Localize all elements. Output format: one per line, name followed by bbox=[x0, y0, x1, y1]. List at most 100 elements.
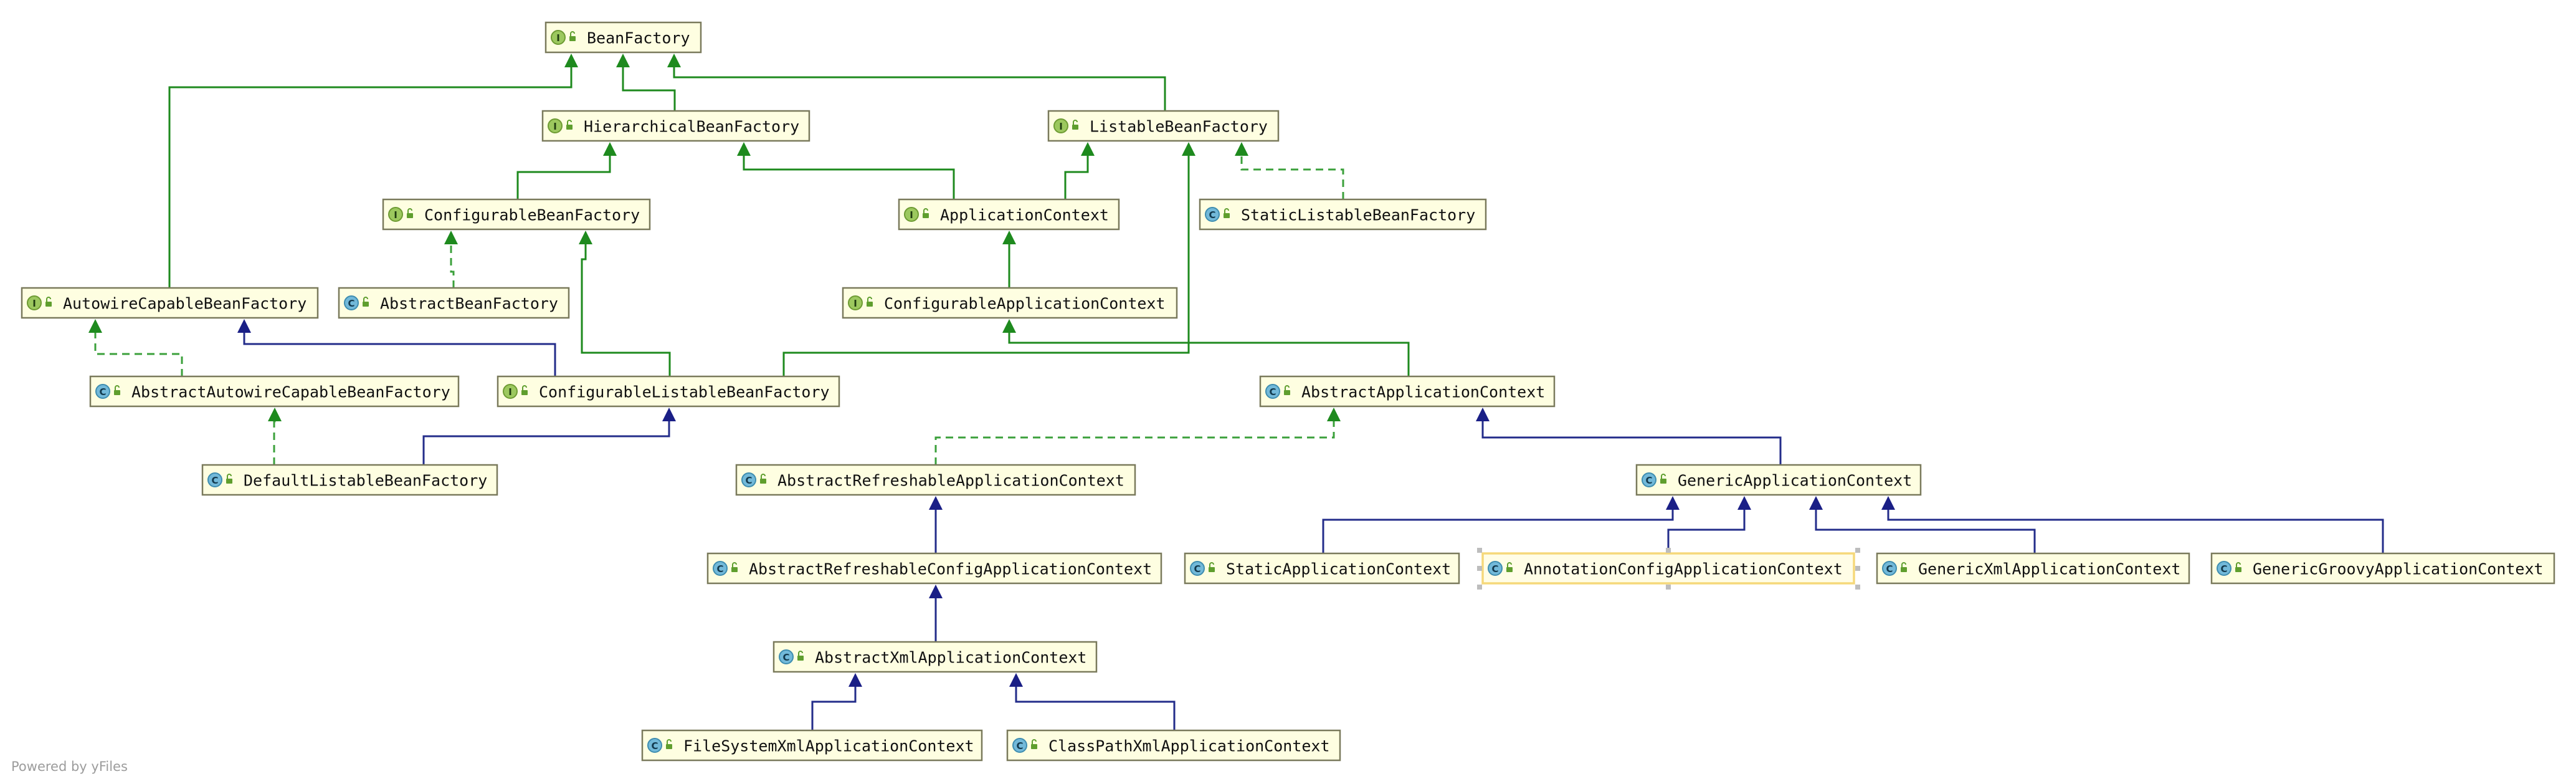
node-label: StaticListableBeanFactory bbox=[1241, 206, 1475, 224]
node-label: ConfigurableBeanFactory bbox=[424, 206, 640, 224]
edge-static-application-context-to-generic-application-context bbox=[1667, 496, 1751, 553]
public-visibility-icon bbox=[226, 474, 232, 484]
node-box bbox=[1259, 375, 1556, 408]
edge-file-system-xml-application-context-to-abstract-xml-application-context bbox=[1009, 673, 1176, 730]
node-label: AnnotationConfigApplicationContext bbox=[1524, 560, 1843, 578]
edges-layer bbox=[88, 54, 2384, 730]
arrowhead bbox=[1666, 496, 1680, 510]
public-visibility-icon bbox=[363, 297, 369, 307]
svg-text:C: C bbox=[716, 563, 723, 575]
class-icon: C bbox=[2217, 561, 2231, 576]
edge-line bbox=[1064, 153, 1089, 199]
edge-default-listable-bean-factory-to-configurable-listable-bean-factory bbox=[934, 408, 1341, 465]
edge-generic-xml-application-context-to-generic-application-context bbox=[1881, 496, 2384, 553]
arrowhead bbox=[1002, 231, 1016, 244]
class-icon: C bbox=[1190, 561, 1205, 576]
node-box bbox=[382, 198, 651, 231]
node-label: AbstractRefreshableApplicationContext bbox=[777, 472, 1124, 490]
interface-icon: I bbox=[27, 295, 42, 310]
public-visibility-icon bbox=[566, 120, 573, 130]
node-static-application-context[interactable]: C StaticApplicationContext bbox=[1184, 552, 1460, 585]
node-box bbox=[735, 464, 1136, 496]
svg-text:I: I bbox=[553, 121, 557, 132]
edge-abstract-refreshable-application-context-to-abstract-application-context bbox=[1476, 408, 1782, 465]
public-visibility-icon bbox=[569, 31, 576, 41]
node-box bbox=[541, 110, 810, 142]
node-box bbox=[201, 464, 498, 496]
svg-text:C: C bbox=[1645, 475, 1652, 486]
edge-line bbox=[811, 684, 857, 730]
svg-text:C: C bbox=[1209, 209, 1215, 221]
edge-abstract-autowire-capable-bean-factory-to-abstract-bean-factory bbox=[237, 319, 556, 376]
edge-line bbox=[581, 242, 671, 376]
class-icon: C bbox=[95, 384, 110, 399]
node-label: AbstractBeanFactory bbox=[380, 295, 558, 313]
public-visibility-icon bbox=[114, 385, 120, 395]
arrowhead bbox=[1327, 408, 1341, 421]
arrowhead bbox=[1737, 496, 1751, 510]
edge-annotation-config-application-context-to-generic-application-context bbox=[1809, 496, 2036, 553]
svg-text:C: C bbox=[651, 740, 658, 752]
selection-handles[interactable] bbox=[1477, 548, 1860, 590]
arrowhead bbox=[737, 142, 751, 156]
node-label: GenericGroovyApplicationContext bbox=[2253, 560, 2544, 578]
edge-line bbox=[1008, 330, 1410, 376]
public-visibility-icon bbox=[1209, 562, 1215, 572]
node-box bbox=[706, 552, 1162, 585]
node-box bbox=[21, 287, 319, 319]
node-static-listable-bean-factory[interactable]: C StaticListableBeanFactory bbox=[1199, 198, 1487, 231]
arrowhead bbox=[1081, 142, 1095, 156]
node-hierarchical-bean-factory[interactable]: I HierarchicalBeanFactory bbox=[541, 110, 810, 142]
edge-line bbox=[1667, 507, 1746, 553]
node-box bbox=[1635, 464, 1922, 496]
class-icon: C bbox=[1205, 207, 1220, 222]
node-box bbox=[2210, 552, 2555, 585]
svg-text:C: C bbox=[99, 386, 106, 398]
arrowhead bbox=[579, 231, 592, 244]
node-generic-groovy-application-context[interactable]: C GenericGroovyApplicationContext bbox=[2210, 552, 2555, 585]
svg-text:I: I bbox=[508, 386, 512, 398]
edge-line bbox=[1815, 507, 2036, 553]
arrowhead bbox=[237, 319, 251, 333]
node-label: StaticApplicationContext bbox=[1226, 560, 1451, 578]
edge-application-context-to-hierarchical-bean-factory bbox=[737, 142, 955, 199]
public-visibility-icon bbox=[797, 651, 804, 661]
edge-line bbox=[516, 153, 611, 199]
public-visibility-icon bbox=[1072, 120, 1078, 130]
edge-line bbox=[168, 65, 573, 288]
interface-icon: I bbox=[1053, 118, 1068, 133]
node-label: AbstractApplicationContext bbox=[1301, 383, 1545, 401]
node-box bbox=[1199, 198, 1487, 231]
public-visibility-icon bbox=[1031, 739, 1037, 749]
interface-icon: I bbox=[503, 384, 518, 399]
edge-line bbox=[273, 419, 276, 465]
node-box bbox=[544, 21, 702, 54]
class-icon: C bbox=[207, 472, 222, 487]
edge-autowire-capable-bean-factory-to-bean-factory bbox=[168, 54, 578, 288]
node-box bbox=[1481, 552, 1855, 585]
public-visibility-icon bbox=[731, 562, 738, 572]
arrowhead bbox=[268, 408, 282, 421]
public-visibility-icon bbox=[521, 385, 528, 395]
node-label: HierarchicalBeanFactory bbox=[584, 118, 799, 136]
